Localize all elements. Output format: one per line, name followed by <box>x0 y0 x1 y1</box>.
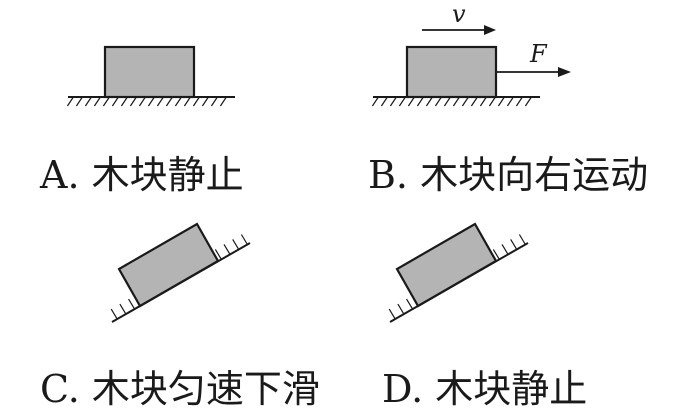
hatch-mark <box>380 96 388 107</box>
block-b <box>405 45 498 99</box>
hatch-mark <box>192 96 200 107</box>
hatch-mark <box>110 308 118 320</box>
hatch-mark <box>518 234 526 245</box>
hatch-mark <box>147 96 155 107</box>
hatch-mark <box>120 96 128 107</box>
hatch-mark <box>174 96 182 107</box>
hatch-mark <box>223 244 231 255</box>
hatch-mark <box>406 298 414 310</box>
hatch-mark <box>183 96 191 107</box>
block-d <box>395 222 498 308</box>
hatch-mark <box>501 244 509 255</box>
hatch-mark <box>497 96 505 107</box>
hatch-mark <box>397 303 405 315</box>
hatch-mark <box>66 96 74 107</box>
panel-c: C. 木块匀速下滑 <box>40 222 320 411</box>
hatch-mark <box>128 298 136 310</box>
hatch-mark <box>461 96 469 107</box>
hatch-mark <box>84 96 92 107</box>
hatch-mark <box>506 96 514 107</box>
ground-hatch-b <box>371 96 532 107</box>
hatch-mark <box>407 96 415 107</box>
caption-b: B. 木块向右运动 <box>368 153 648 197</box>
hatch-mark <box>388 308 396 320</box>
hatch-mark <box>524 96 532 107</box>
hatch-mark <box>210 96 218 107</box>
hatch-mark <box>138 96 146 107</box>
hatch-mark <box>102 96 110 107</box>
hatch-mark <box>156 96 164 107</box>
caption-d: D. 木块静止 <box>382 367 587 411</box>
hatch-mark <box>119 303 127 315</box>
block-c <box>117 222 220 308</box>
hatch-mark <box>425 96 433 107</box>
hatch-mark <box>201 96 209 107</box>
hatch-mark <box>470 96 478 107</box>
block-a <box>103 45 196 99</box>
caption-c: C. 木块匀速下滑 <box>40 367 320 411</box>
hatch-mark <box>434 96 442 107</box>
caption-a: A. 木块静止 <box>39 153 244 197</box>
hatch-mark <box>510 239 518 250</box>
panel-d: D. 木块静止 <box>382 222 587 411</box>
hatch-mark <box>214 249 222 260</box>
hatch-mark <box>75 96 83 107</box>
hatch-mark <box>398 96 406 107</box>
force-label: F <box>529 40 548 68</box>
hatch-mark <box>416 96 424 107</box>
hatch-mark <box>492 249 500 260</box>
velocity-arrow <box>422 25 496 35</box>
panel-b: v F B. 木块向右运动 <box>368 0 648 197</box>
hatch-mark <box>515 96 523 107</box>
panel-a: A. 木块静止 <box>39 45 244 197</box>
hatch-mark <box>452 96 460 107</box>
hatch-mark <box>165 96 173 107</box>
ground-hatch-a <box>66 96 227 107</box>
hatch-mark <box>389 96 397 107</box>
force-arrow <box>496 67 571 77</box>
hatch-mark <box>443 96 451 107</box>
hatch-mark <box>129 96 137 107</box>
velocity-label: v <box>452 0 466 28</box>
hatch-mark <box>479 96 487 107</box>
hatch-mark <box>488 96 496 107</box>
hatch-mark <box>93 96 101 107</box>
hatch-mark <box>371 96 379 107</box>
hatch-mark <box>240 234 248 245</box>
hatch-mark <box>111 96 119 107</box>
hatch-mark <box>219 96 227 107</box>
hatch-mark <box>232 239 240 250</box>
